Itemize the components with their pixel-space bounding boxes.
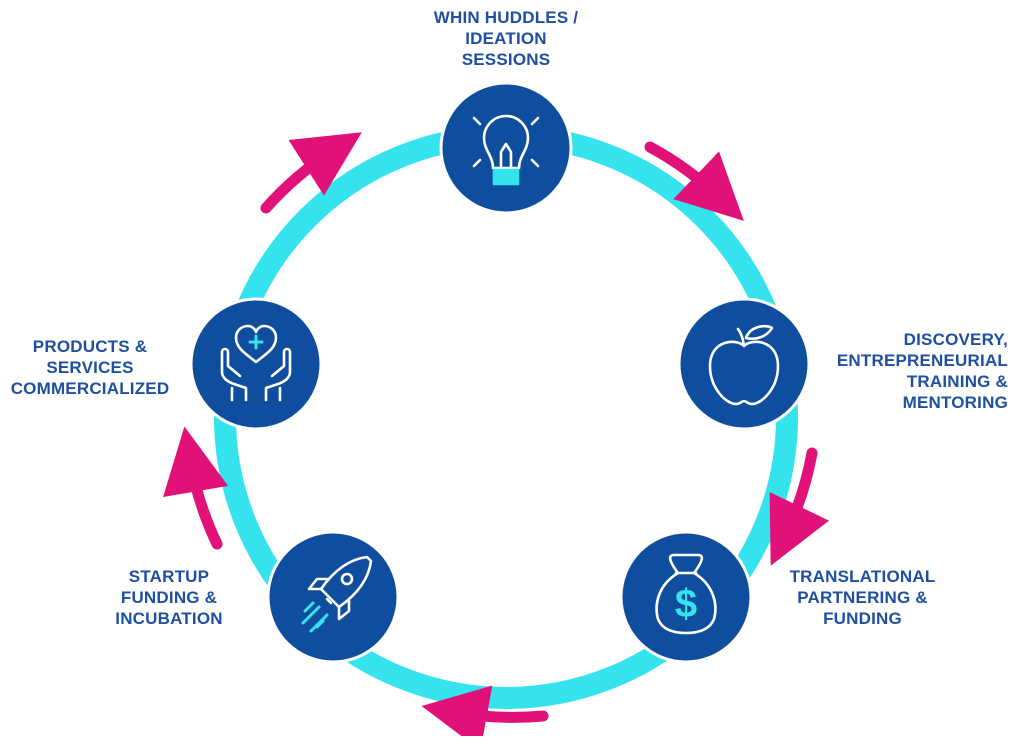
arrow-startup-to-commercialized bbox=[163, 426, 229, 550]
label-line: STARTUP bbox=[128, 567, 210, 586]
arrow-discovery-to-translational bbox=[769, 447, 830, 566]
stage-label-startup: STARTUP FUNDING & INCUBATION bbox=[100, 566, 238, 629]
stage-label-translational: TRANSLATIONAL PARTNERING & FUNDING bbox=[775, 566, 950, 629]
label-line: DISCOVERY, bbox=[903, 330, 1008, 349]
cycle-arrows bbox=[163, 132, 830, 741]
apple-icon bbox=[708, 324, 780, 406]
label-line: MENTORING bbox=[902, 393, 1008, 412]
stage-node-ideation bbox=[439, 81, 573, 215]
arrow-translational-to-startup bbox=[421, 685, 549, 741]
stage-node-translational: $ bbox=[619, 530, 753, 664]
plus-icon bbox=[248, 334, 264, 350]
hands-heart-icon bbox=[220, 324, 292, 402]
stage-node-commercialized bbox=[189, 297, 323, 431]
dollar-icon: $ bbox=[675, 582, 697, 626]
label-line: SESSIONS bbox=[461, 50, 551, 69]
label-line: TRANSLATIONAL bbox=[789, 567, 936, 586]
label-line: ENTREPRENEURIAL bbox=[836, 351, 1008, 370]
stage-node-discovery bbox=[677, 297, 811, 431]
label-line: PRODUCTS & bbox=[32, 337, 148, 356]
label-line: FUNDING & bbox=[120, 588, 218, 607]
stage-label-ideation: WHIN HUDDLES / IDEATION SESSIONS bbox=[410, 7, 602, 70]
rocket-exhaust-icon bbox=[301, 601, 329, 633]
label-line: COMMERCIALIZED bbox=[10, 379, 170, 398]
label-line: WHIN HUDDLES / bbox=[433, 8, 579, 27]
rocket-icon bbox=[307, 555, 373, 621]
arrow-ideation-to-discovery bbox=[644, 141, 744, 221]
label-line: PARTNERING & bbox=[797, 588, 928, 607]
label-line: INCUBATION bbox=[115, 609, 223, 628]
arrow-commercialized-to-ideation bbox=[260, 132, 362, 214]
lightbulb-icon bbox=[472, 114, 540, 186]
stage-label-discovery: DISCOVERY, ENTREPRENEURIAL TRAINING & ME… bbox=[818, 329, 1008, 413]
stage-node-startup bbox=[266, 530, 400, 664]
label-line: FUNDING bbox=[823, 609, 902, 628]
label-line: SERVICES bbox=[46, 358, 134, 377]
stage-label-commercialized: PRODUCTS & SERVICES COMMERCIALIZED bbox=[4, 336, 176, 399]
money-bag-icon bbox=[655, 553, 717, 635]
label-line: IDEATION bbox=[465, 29, 547, 48]
label-line: TRAINING & bbox=[906, 372, 1008, 391]
